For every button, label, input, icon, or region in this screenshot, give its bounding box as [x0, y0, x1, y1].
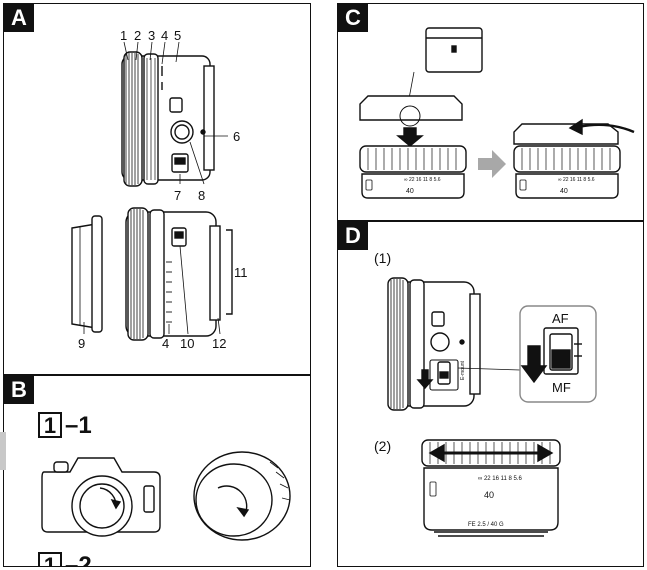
mount-index-closeup	[407, 27, 483, 105]
callout-7: 7	[174, 188, 181, 203]
lens-with-af-mf-switch	[387, 277, 521, 411]
panel-c-illustration: ∞ 22 16 11 8 5.6 40 ∞ 22 16 11 8 5.6 40	[359, 27, 635, 199]
panel-d-label: D	[338, 222, 368, 250]
lens-side-view	[125, 207, 233, 341]
panel-d-sub-2: (2)	[374, 438, 392, 454]
step-1-1-heading: 1–1	[38, 412, 92, 440]
panel-d-sub-1: (1)	[374, 250, 392, 266]
panel-b-illustration	[41, 451, 291, 541]
lens-left-focal: 40	[406, 188, 414, 195]
callout-6: 6	[233, 129, 240, 144]
leader-lines	[83, 41, 228, 335]
arrow-right-gray	[478, 150, 506, 178]
af-mf-switch-closeup	[519, 305, 597, 403]
lens-right-focal: 40	[560, 188, 568, 195]
rear-cap-top	[359, 95, 463, 147]
lens-left-scale-ticks: ∞ 22 16 11 8 5.6	[404, 177, 441, 183]
callout-3: 3	[148, 28, 155, 43]
panel-b: B 1–1 1–2	[3, 375, 311, 567]
step-1-1-number: 1	[38, 412, 62, 438]
callout-numbers: 1 2 3 4 5 6 7 8 9 4 10 11 12	[78, 28, 248, 351]
panel-c: C ∞ 22 16 11 8 5.6 40	[337, 3, 644, 221]
step-1-2-suffix: –2	[65, 552, 92, 567]
lens-right-with-cap	[513, 118, 635, 199]
camera-body-illustration	[41, 457, 161, 537]
callout-5: 5	[174, 28, 181, 43]
panel-a: A	[3, 3, 311, 375]
lens-top-view	[121, 51, 215, 187]
step-1-2-number: 1	[38, 552, 62, 566]
panel-c-label: C	[338, 4, 368, 32]
callout-10: 10	[180, 336, 194, 351]
callout-4b: 4	[162, 336, 169, 351]
callout-2: 2	[134, 28, 141, 43]
lens-focus-focal: 40	[484, 490, 494, 500]
panel-d-illustration: E-mount AF MF	[387, 277, 597, 537]
panel-d-mount-text: E-mount	[460, 360, 466, 380]
lens-rear-cap	[71, 215, 103, 333]
page-edge-tab	[0, 432, 6, 470]
switch-mf-label: MF	[552, 380, 571, 395]
callout-11: 11	[234, 265, 248, 280]
panel-b-label: B	[4, 376, 34, 404]
lens-focus-ring-view	[421, 439, 561, 537]
callout-1: 1	[120, 28, 127, 43]
panel-a-illustration: 1 2 3 4 5 6 7 8 9 4 10 11 12	[71, 28, 248, 351]
panel-a-label: A	[4, 4, 34, 32]
lens-right-scale-ticks: ∞ 22 16 11 8 5.6	[558, 177, 595, 183]
callout-9: 9	[78, 336, 85, 351]
callout-8: 8	[198, 188, 205, 203]
lens-left	[359, 145, 467, 199]
switch-af-label: AF	[552, 311, 569, 326]
panel-d: D (1) (2) E-mount	[337, 221, 644, 567]
step-1-2-heading: 1–2	[38, 552, 92, 567]
step-1-1-suffix: –1	[65, 412, 92, 439]
lens-cap-illustration	[193, 451, 291, 541]
callout-4: 4	[161, 28, 168, 43]
lens-name-text: FE 2.5 / 40 G	[468, 522, 504, 528]
callout-12: 12	[212, 336, 226, 351]
lens-focus-scale-ticks: ∞ 22 16 11 8 5.6	[478, 476, 523, 482]
